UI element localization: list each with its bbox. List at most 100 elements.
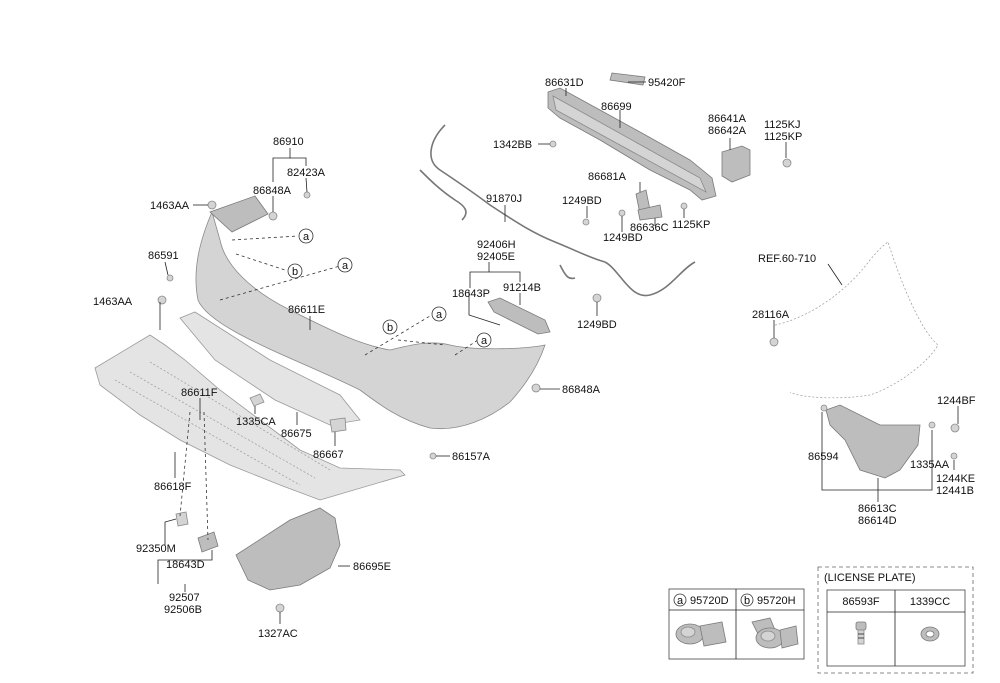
label-1463AA-b: 1463AA [93,296,133,308]
label-92405E: 92405E [477,251,515,263]
label-82423A: 82423A [287,167,326,179]
callout-a-2: a [342,260,349,272]
label-1335AA: 1335AA [910,459,950,471]
label-91870J: 91870J [486,193,522,205]
license-plate-col2: 1339CC [910,596,950,608]
bumper-beam-86631D [547,87,717,201]
label-86631D: 86631D [545,77,584,89]
side-bracket-86613C [825,404,921,479]
screw-1249BD-3 [592,293,602,303]
label-1335CA: 1335CA [236,416,276,428]
clip-86636C [637,204,663,221]
sensor-table-callout-a: a [677,595,684,607]
under-cover-86695E [235,507,341,591]
part-92350M [175,511,189,527]
screw-86594 [820,404,828,412]
screw-1249BD [582,218,590,226]
label-92406H: 92406H [477,239,516,251]
part-95420F [609,72,646,86]
callout-b-2: b [387,322,393,334]
callout-a-4: a [481,335,488,347]
label-86910: 86910 [273,136,304,148]
label-86699: 86699 [601,101,632,113]
label-86642A: 86642A [708,125,747,137]
leader-lines [157,81,959,624]
label-86613C: 86613C [858,503,897,515]
label-86636C: 86636C [630,222,669,234]
reference-dashes [179,235,479,541]
sensor-table: a 95720D b 95720H [668,588,805,660]
callout-circles: a b a b a a [287,228,492,348]
clip-1335AA [928,421,936,429]
screw-86593F-image [855,621,867,645]
label-86848A-b: 86848A [562,384,601,396]
wiring-harness-91870J [419,124,696,297]
license-plate-table: (LICENSE PLATE) 86593F 1339CC [817,566,974,674]
label-1125KP: 1125KP [764,131,802,143]
label-28116A: 28116A [752,309,790,321]
bolt-1125KJ [782,158,792,168]
label-86848A-a: 86848A [253,185,292,197]
label-1244KE: 1244KE [936,473,975,485]
rear-bumper-cover-86611E [195,195,546,430]
washer-82423A [303,191,311,199]
label-1244BF: 1244BF [937,395,976,407]
label-86667: 86667 [313,449,344,461]
sensor-table-callout-b: b [744,595,750,607]
callout-a-1: a [303,231,310,243]
lower-garnish-86611F [179,311,361,426]
retainer-86848A-top [268,211,278,221]
license-plate-title: (LICENSE PLATE) [824,572,916,584]
diffuser-86618F [94,334,406,501]
label-92350M: 92350M [136,543,176,555]
nut-1327AC [275,603,285,613]
screw-1125KP [680,202,688,210]
nut-1339CC-image [920,626,940,642]
label-86675: 86675 [281,428,312,440]
parking-sensor-b-image [751,617,799,649]
label-92507: 92507 [169,592,200,604]
callout-a-3: a [436,309,443,321]
sensor-table-part-a: 95720D [690,595,729,607]
label-1125KJ: 1125KJ [764,119,801,131]
label-18643D: 18643D [166,559,205,571]
label-86681A: 86681A [588,171,627,183]
label-1249BD-b: 1249BD [603,232,643,244]
license-plate-col1: 86593F [842,596,880,608]
clip-86157A [429,452,437,460]
part-labels: 86631D 95420F 86699 1342BB 86641A 86642A… [93,77,976,640]
screw-1463AA [207,200,217,210]
label-1249BD-c: 1249BD [577,319,617,331]
label-86641A: 86641A [708,113,747,125]
label-86695E: 86695E [353,561,391,573]
bracket-86641A [721,145,751,183]
clip-1335CA [249,393,265,407]
label-86594: 86594 [808,451,839,463]
label-1249BD-a: 1249BD [562,195,602,207]
label-1327AC: 1327AC [258,628,298,640]
bolt-1244BF [950,423,960,433]
label-95420F: 95420F [648,77,686,89]
parking-sensor-a-image [675,621,727,647]
label-91214B: 91214B [503,282,541,294]
callout-b-1: b [292,266,298,278]
sensor-bracket-91214B [487,297,551,335]
label-86618F: 86618F [154,481,192,493]
label-86611F: 86611F [181,387,218,399]
label-1125KP-b: 1125KP [672,219,710,231]
quarter-panel-ref [774,241,939,399]
label-1342BB: 1342BB [493,139,532,151]
clip-86667 [329,417,347,433]
clip-1342BB [549,140,557,148]
screw-1463AA-2 [157,295,167,305]
label-86611E: 86611E [288,304,325,316]
label-92506B: 92506B [164,604,202,616]
screw-86591 [166,274,174,282]
clip-28116A [769,337,779,347]
sensor-table-part-b: 95720H [757,595,796,607]
label-1463AA-a: 1463AA [150,200,190,212]
bolt-1244KE [950,452,958,460]
screw-1249BD-2 [618,209,626,217]
label-ref-60-710: REF.60-710 [758,253,816,265]
